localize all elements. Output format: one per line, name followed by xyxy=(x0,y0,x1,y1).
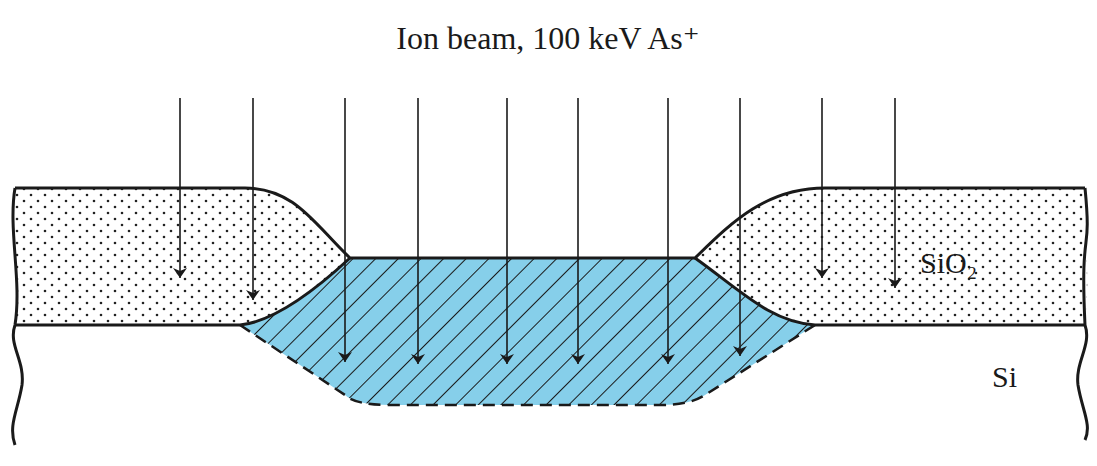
outlines xyxy=(13,188,1088,445)
beam-title: Ion beam, 100 keV As⁺ xyxy=(396,22,699,54)
ion-arrows xyxy=(180,98,895,364)
oxide-label: SiO₂ xyxy=(920,248,977,278)
substrate-label: Si xyxy=(992,362,1017,392)
